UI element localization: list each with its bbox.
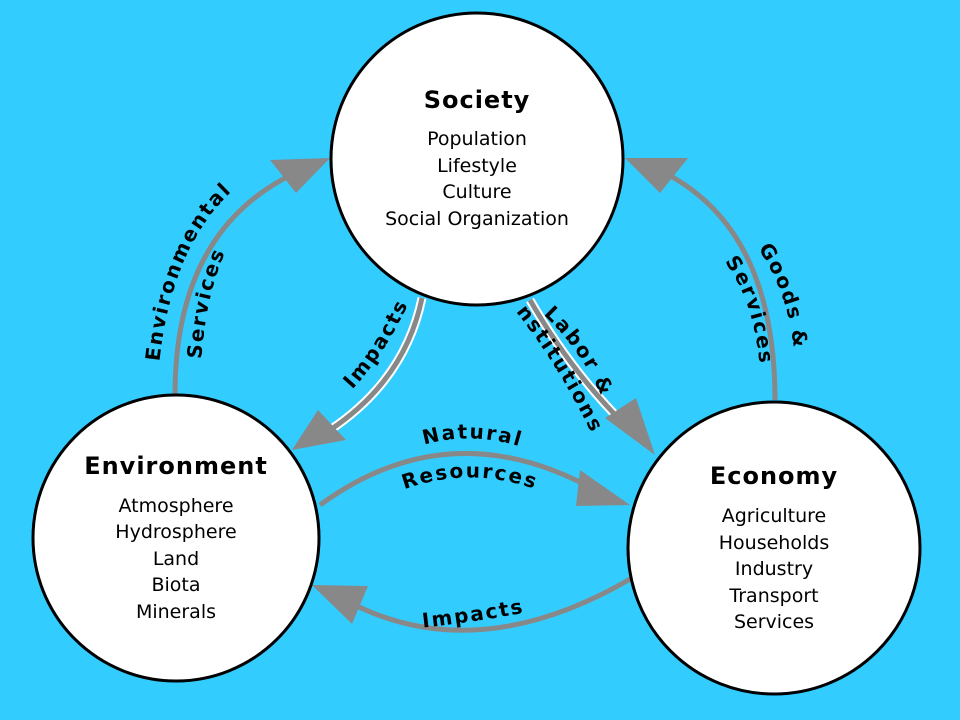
environment-item: Biota	[151, 574, 200, 596]
label-resources: Resources	[399, 458, 542, 494]
edge-environmental-services	[172, 158, 330, 396]
society-item: Social Organization	[385, 208, 569, 230]
edge-natural-resources	[318, 450, 630, 508]
environment-title: Environment	[84, 452, 268, 480]
society-node: Society Population Lifestyle Culture Soc…	[329, 11, 625, 307]
society-item: Culture	[442, 181, 511, 203]
environment-node: Environment Atmosphere Hydrosphere Land …	[31, 393, 321, 683]
economy-item: Agriculture	[722, 505, 827, 527]
economy-item: Services	[734, 611, 814, 633]
economy-node: Economy Agriculture Households Industry …	[626, 400, 922, 696]
economy-item: Transport	[728, 585, 818, 607]
society-title: Society	[424, 86, 531, 114]
edge-society-impacts	[292, 297, 427, 450]
economy-title: Economy	[710, 462, 838, 490]
edge-economy-impacts	[312, 575, 634, 633]
economy-item: Industry	[735, 558, 813, 580]
environment-item: Land	[153, 548, 199, 570]
society-item: Lifestyle	[437, 155, 517, 177]
environment-item: Minerals	[136, 601, 216, 623]
edge-goods-services	[625, 158, 778, 401]
edge-labor-institutions	[526, 297, 655, 455]
society-item: Population	[427, 128, 527, 150]
environment-item: Atmosphere	[118, 495, 233, 517]
economy-item: Households	[719, 532, 829, 554]
environment-item: Hydrosphere	[115, 521, 236, 543]
label-natural: Natural	[420, 419, 526, 451]
